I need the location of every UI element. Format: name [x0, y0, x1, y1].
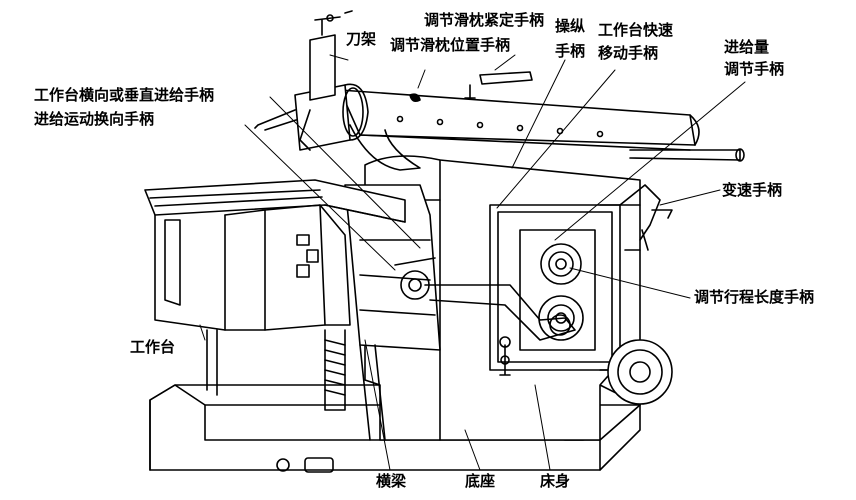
label-crossbeam: 横梁	[376, 472, 407, 490]
label-ram-position-handle: 调节滑枕位置手柄	[390, 36, 511, 54]
label-bed: 床身	[540, 472, 571, 490]
label-base: 底座	[465, 472, 496, 490]
tool-head	[254, 10, 369, 151]
label-feed-reverse-handle: 进给运动换向手柄	[34, 110, 155, 128]
label-feed-adjust-1: 进给量	[724, 38, 770, 56]
label-table-feed-handle: 工作台横向或垂直进给手柄	[34, 86, 215, 104]
label-speed-change-handle: 变速手柄	[722, 181, 783, 199]
worktable-block	[144, 179, 406, 331]
label-stroke-length-handle: 调节行程长度手柄	[694, 288, 815, 306]
label-table-fast-move-1: 工作台快速	[598, 21, 674, 39]
leader-lines	[199, 54, 746, 471]
label-control-handle-1: 操纵	[555, 17, 586, 35]
table-support	[206, 329, 386, 441]
label-ram-lock-handle: 调节滑枕紧定手柄	[424, 11, 545, 29]
label-feed-adjust-2: 调节手柄	[724, 60, 785, 78]
label-tool-holder: 刀架	[346, 30, 377, 48]
label-worktable: 工作台	[130, 338, 176, 356]
label-control-handle-2: 手柄	[555, 42, 586, 60]
label-table-fast-move-2: 移动手柄	[598, 44, 659, 62]
ram	[339, 71, 745, 171]
speed-lever	[619, 184, 673, 251]
